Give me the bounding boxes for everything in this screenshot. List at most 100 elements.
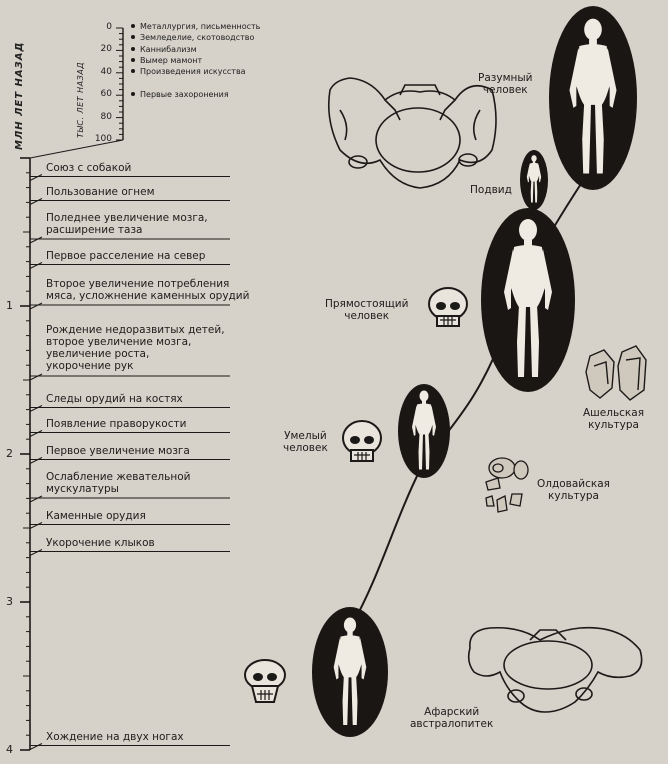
event-label-line: Первое увеличение мозга: [46, 445, 190, 457]
event-connector: [29, 549, 43, 556]
event-label: Рождение недоразвитых детей,второе увели…: [46, 324, 225, 372]
sapiens-caption: Разумный человек: [478, 72, 532, 96]
tys-tick-label: 40: [100, 66, 112, 77]
event-label: Союз с собакой: [46, 162, 131, 174]
event-label-line: Второе увеличение потребления: [46, 278, 230, 290]
event-connector: [29, 522, 43, 529]
event-label: Каменные орудия: [46, 510, 146, 522]
tys-event-label: Вымер мамонт: [140, 56, 203, 65]
event-connector: [29, 302, 43, 310]
event-connector: [29, 405, 43, 412]
sapiens-caption-line1: Разумный: [478, 72, 533, 84]
event-label-line: мускулатуры: [46, 483, 119, 495]
event-label-line: Первое расселение на север: [46, 250, 206, 262]
afarensis-caption: Афарский австралопитек: [410, 706, 493, 730]
tys-axis-title: ТЫС. ЛЕТ НАЗАД: [76, 62, 85, 138]
event-connector: [29, 743, 43, 750]
tys-tick-label: 100: [94, 134, 112, 144]
tys-event-label: Металлургия, письменность: [140, 22, 261, 31]
tys-tick-label: 60: [100, 89, 112, 100]
subspecies-oval: [520, 150, 548, 210]
afarensis-caption-line1: Афарский: [424, 706, 480, 718]
erectus-caption-line2: человек: [344, 310, 390, 322]
acheulean-caption-line2: культура: [588, 419, 639, 431]
event-label-line: расширение таза: [46, 224, 143, 236]
sapiens-caption-line2: человек: [482, 84, 528, 96]
tys-event-dot: [131, 47, 135, 51]
tys-event-dot: [131, 24, 135, 28]
event-label-line: укорочение рук: [46, 360, 134, 372]
event-label: Укорочение клыков: [46, 537, 155, 549]
australopithecus-pelvis-drawing: [467, 626, 643, 713]
mln-tick-label: 4: [6, 743, 13, 756]
event-label-line: Хождение на двух ногах: [46, 731, 184, 743]
tys-event-label: Произведения искусства: [140, 67, 246, 76]
oldowan-tools-icon: [485, 457, 529, 513]
event-connector: [29, 430, 43, 437]
habilis-caption: Умелый человек: [283, 430, 328, 454]
oldowan-caption-line2: культура: [548, 490, 599, 502]
tys-event-label: Каннибализм: [140, 45, 197, 54]
tys-event-dot: [131, 69, 135, 73]
event-label-line: Пользование огнем: [46, 186, 155, 198]
sapiens-oval: [549, 6, 637, 190]
evolution-curve: [351, 157, 599, 626]
habilis-caption-line2: человек: [283, 442, 328, 454]
tys-event-dot: [131, 58, 135, 62]
event-label: Хождение на двух ногах: [46, 731, 184, 743]
erectus-caption-line1: Прямостоящий: [325, 298, 409, 310]
mln-tick-label: 3: [6, 595, 13, 608]
mln-tick-label: 2: [6, 447, 13, 460]
habilis-skull-icon: [342, 420, 382, 462]
event-connector: [29, 198, 43, 205]
event-label-line: Каменные орудия: [46, 510, 146, 522]
event-label-line: второе увеличение мозга,: [46, 336, 192, 348]
human-pelvis-drawing: [327, 77, 497, 189]
event-connector: [29, 262, 43, 269]
event-label: Первое увеличение мозга: [46, 445, 190, 457]
oldowan-caption-line1: Олдовайская: [537, 478, 610, 490]
event-connector: [29, 495, 43, 503]
subspecies-caption: Подвид: [470, 184, 512, 196]
event-label: Первое расселение на север: [46, 250, 205, 262]
event-connector: [29, 457, 43, 464]
event-connector: [29, 236, 43, 244]
tys-event-dot: [131, 92, 135, 96]
event-label: Поледнее увеличение мозга,расширение таз…: [46, 212, 208, 236]
event-label-line: Рождение недоразвитых детей,: [46, 324, 225, 336]
afarensis-skull-icon: [244, 659, 286, 703]
tys-tick-label: 0: [106, 22, 112, 32]
mln-tick-label: 1: [6, 299, 13, 312]
event-label-line: Следы орудий на костях: [46, 393, 183, 405]
tys-event-dot: [131, 35, 135, 39]
afarensis-oval: [312, 607, 388, 737]
event-label-line: Укорочение клыков: [46, 537, 155, 549]
acheulean-caption-line1: Ашельская: [583, 407, 645, 419]
erectus-caption: Прямостоящий человек: [325, 298, 408, 322]
event-label-line: увеличение роста,: [46, 348, 150, 360]
event-connector: [29, 373, 43, 381]
habilis-oval: [398, 384, 450, 478]
acheulean-tools-icon: [585, 345, 647, 401]
oldowan-caption: Олдовайская культура: [537, 478, 610, 502]
mln-axis-title: МЛН ЛЕТ НАЗАД: [14, 41, 25, 150]
event-label: Следы орудий на костях: [46, 393, 183, 405]
acheulean-caption: Ашельская культура: [583, 407, 644, 431]
afarensis-caption-line2: австралопитек: [410, 718, 494, 730]
event-label: Появление праворукости: [46, 418, 186, 430]
event-label-line: Ослабление жевательной: [46, 471, 191, 483]
tys-event-label: Земледелие, скотоводство: [140, 33, 255, 42]
tys-tick-label: 20: [100, 44, 112, 55]
event-label: Пользование огнем: [46, 186, 155, 198]
tys-event-label: Первые захоронения: [140, 90, 229, 99]
erectus-oval: [481, 208, 575, 392]
erectus-skull-icon: [428, 287, 468, 327]
event-label-line: Появление праворукости: [46, 418, 187, 430]
zoom-connector-line: [29, 139, 124, 159]
habilis-caption-line1: Умелый: [284, 430, 327, 442]
event-label-line: Союз с собакой: [46, 162, 132, 174]
